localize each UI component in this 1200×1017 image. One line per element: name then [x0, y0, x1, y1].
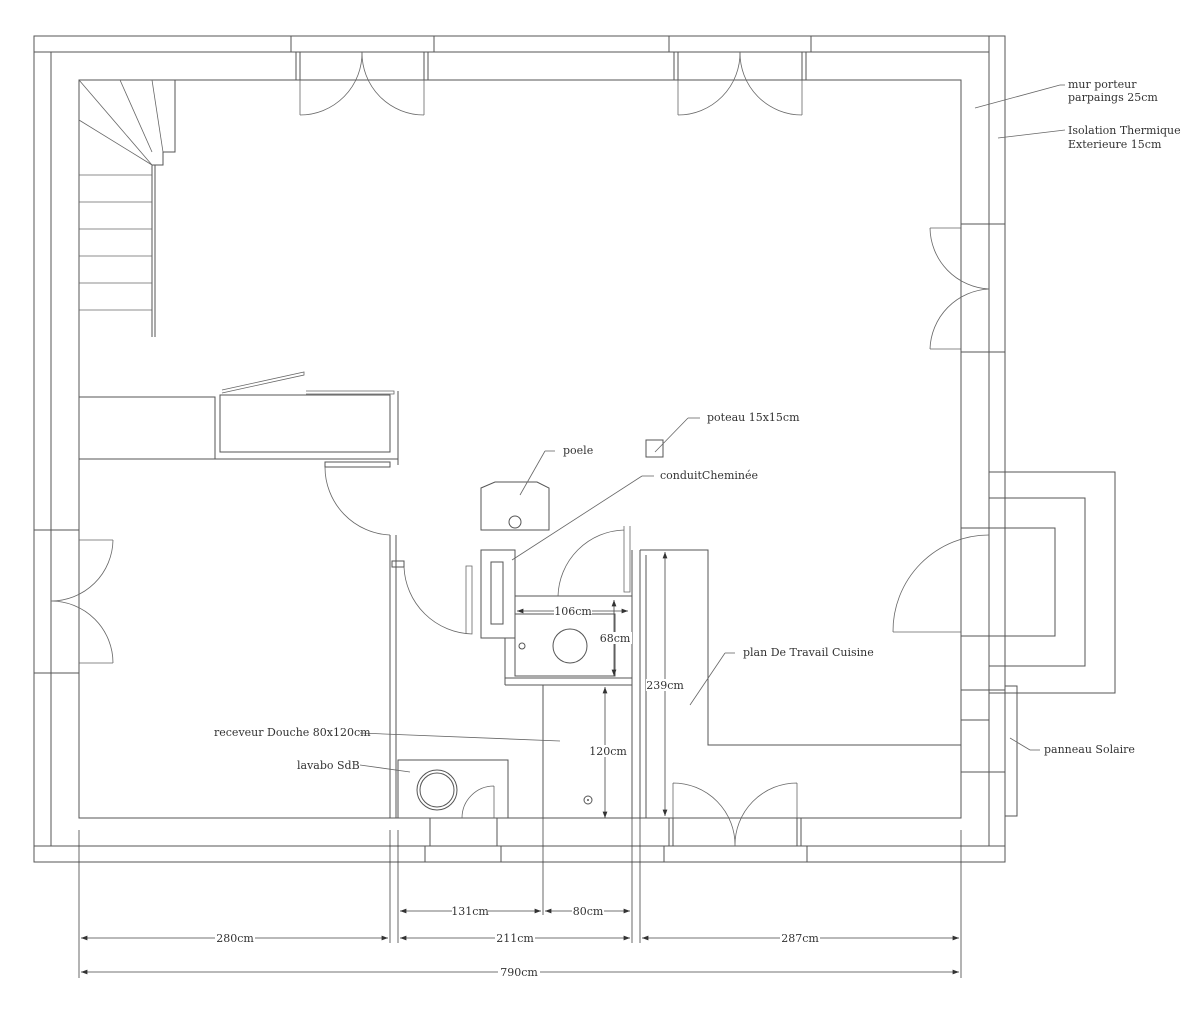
dim-106: 106cm	[554, 605, 592, 618]
label-receveur: receveur Douche 80x120cm	[214, 726, 371, 739]
top-french-door-left	[290, 36, 435, 116]
stove	[480, 481, 550, 531]
dim-239: 239cm	[646, 679, 684, 692]
dim-211: 211cm	[496, 932, 534, 945]
staircase	[78, 79, 176, 337]
dim-131: 131cm	[451, 905, 489, 918]
label-isolation-2: Exterieure 15cm	[1068, 138, 1162, 151]
label-conduit: conduitCheminée	[660, 469, 758, 482]
right-french-door	[929, 223, 1005, 353]
label-plan-travail: plan De Travail Cuisine	[743, 646, 874, 659]
kitchen-counter	[640, 549, 961, 746]
label-isolation: Isolation Thermique	[1068, 124, 1181, 137]
dimension-lines	[78, 552, 962, 978]
dim-120: 120cm	[589, 745, 627, 758]
dim-280: 280cm	[216, 932, 254, 945]
dim-790: 790cm	[500, 966, 538, 979]
label-mur-porteur: mur porteur	[1068, 78, 1137, 91]
dimension-labels: 106cm 68cm 239cm 120cm 131cm 80cm 280cm …	[215, 605, 820, 979]
top-french-door-right	[668, 36, 812, 116]
exterior-walls	[33, 35, 1006, 863]
washbasin	[397, 759, 509, 846]
solar-panel	[961, 685, 1018, 817]
bottom-french-door	[424, 782, 808, 862]
dim-68: 68cm	[600, 632, 631, 645]
post	[645, 439, 664, 458]
right-extension	[892, 471, 1116, 694]
left-french-door	[34, 529, 114, 674]
label-poele: poele	[563, 444, 593, 457]
wardrobe	[78, 371, 399, 536]
label-panneau: panneau Solaire	[1044, 743, 1135, 756]
label-mur-porteur-2: parpaings 25cm	[1068, 91, 1158, 104]
dim-287: 287cm	[781, 932, 819, 945]
bathroom-walls	[389, 526, 641, 818]
dim-80: 80cm	[573, 905, 604, 918]
label-lavabo: lavabo SdB	[297, 759, 360, 772]
label-poteau: poteau 15x15cm	[707, 411, 800, 424]
annotations: mur porteur parpaings 25cm Isolation The…	[214, 78, 1181, 772]
